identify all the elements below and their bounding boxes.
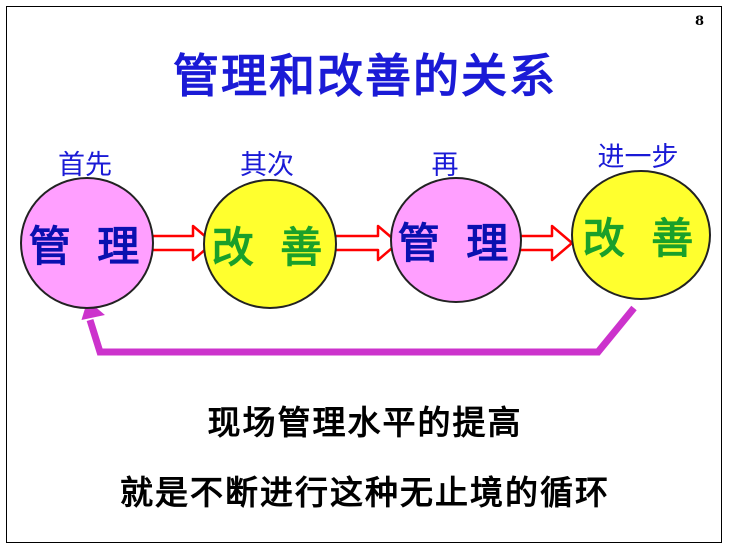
node-improve-1-text: 改 善 [211,222,329,272]
caption-line-1: 现场管理水平的提高 [207,403,523,442]
page-number: 8 [694,14,704,29]
step-label-then: 再 [431,150,459,181]
node-manage-1-text: 管 理 [28,221,146,271]
node-improve-1: 改 善 [203,179,337,309]
step-label-first: 首先 [58,150,112,181]
node-manage-1: 管 理 [20,177,154,309]
node-improve-2-text: 改 善 [582,213,700,263]
node-manage-2: 管 理 [390,177,522,303]
slide-title: 管理和改善的关系 [173,49,557,103]
arrow-improve-to-manage [332,224,400,262]
caption-line-2: 就是不断进行这种无止境的循环 [120,473,610,512]
step-label-further: 进一步 [597,142,679,173]
node-improve-2: 改 善 [571,170,711,300]
loop-back-arrow [86,305,637,356]
node-manage-2-text: 管 理 [397,218,515,268]
step-label-second: 其次 [240,150,294,181]
slide-frame [6,6,722,543]
